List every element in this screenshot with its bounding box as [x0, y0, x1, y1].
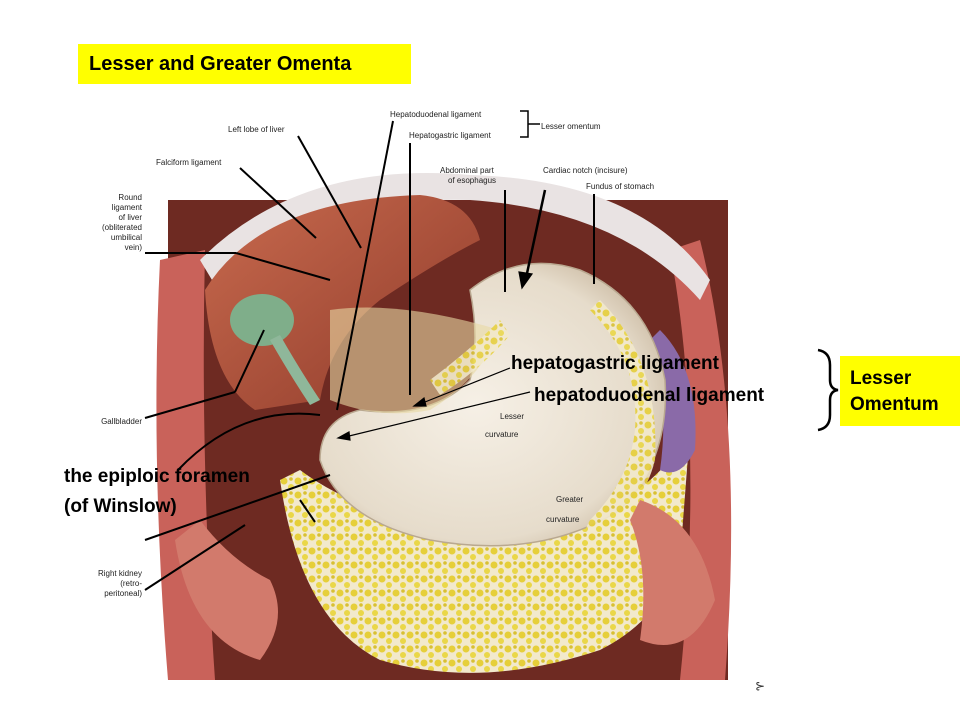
label-gallbladder: Gallbladder — [101, 417, 142, 426]
right-body-wall — [670, 240, 732, 680]
gallbladder — [230, 294, 294, 346]
leader-foramen-2 — [299, 499, 316, 523]
leader-round-ligament-2 — [235, 252, 331, 281]
label-hepatogastric-small: Hepatogastric ligament — [409, 131, 491, 140]
leader-falciform — [239, 167, 317, 239]
label-left-lobe: Left lobe of liver — [228, 125, 285, 134]
liver — [205, 195, 480, 410]
intestine-left — [175, 520, 278, 660]
svg-text:⊱: ⊱ — [755, 679, 765, 693]
leader-hepatoduodenal-small — [336, 120, 394, 411]
lesser-omentum-line1: Lesser — [850, 368, 912, 389]
small-bracket — [520, 110, 540, 138]
greater-omentum — [280, 430, 690, 673]
lesser-omentum — [330, 307, 500, 414]
lesser-omentum-box: Lesser Omentum — [840, 356, 960, 426]
label-falciform: Falciform ligament — [156, 158, 222, 167]
lesser-omentum-line2: Omentum — [850, 394, 939, 415]
leader-foramen-curve — [177, 412, 321, 471]
leader-foramen-1 — [144, 474, 331, 541]
label-lesser-curvature: Lesser curvature — [485, 412, 525, 439]
leader-right-kidney — [144, 524, 246, 591]
page-title: Lesser and Greater Omenta — [78, 44, 411, 84]
annotation-foramen-line2: (of Winslow) — [64, 496, 177, 517]
leader-gallbladder — [144, 391, 236, 419]
label-lesser-omentum-small: Lesser omentum — [541, 122, 601, 131]
label-cardiac-notch: Cardiac notch (incisure) — [543, 166, 628, 175]
lesser-omentum-bracket — [817, 348, 839, 432]
intestine-right — [630, 500, 715, 645]
annotation-hepatoduodenal: hepatoduodenal ligament — [534, 385, 765, 406]
arrow-hepatoduodenal — [344, 391, 531, 438]
label-greater-curvature: Greater curvature — [546, 495, 584, 524]
arrow-cardiac-notch — [524, 189, 547, 279]
label-fundus: Fundus of stomach — [586, 182, 655, 191]
annotation-foramen-line1: the epiploic foramen — [64, 466, 250, 487]
label-right-kidney: Right kidney (retro- peritoneal) — [97, 569, 142, 598]
label-round-ligament: Round ligament of liver (obliterated umb… — [101, 193, 142, 252]
leader-left-lobe — [297, 135, 362, 249]
annotation-hepatogastric: hepatogastric ligament — [511, 353, 719, 374]
diaphragm-arc — [200, 173, 710, 300]
label-hepatoduodenal-small: Hepatoduodenal ligament — [390, 110, 482, 119]
leader-gallbladder-2 — [234, 329, 265, 393]
label-abdominal-esophagus: Abdominal part of esophagus — [440, 166, 497, 185]
arrow-hepatogastric — [419, 367, 511, 405]
